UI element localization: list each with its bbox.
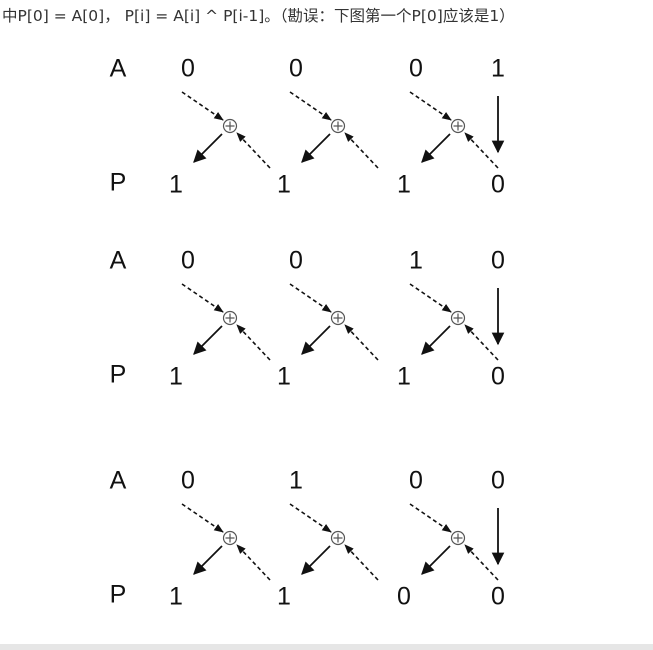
output-p-arrow [301, 325, 331, 355]
a-value: 0 [409, 55, 423, 83]
row-label-a: A [110, 467, 127, 495]
row-label-a: A [110, 247, 127, 275]
row-label-p: P [110, 169, 127, 197]
p-value: 0 [491, 171, 505, 199]
output-p-arrow [193, 325, 223, 355]
caption-text: 中P[0] = A[0]， P[i] = A[i] ^ P[i-1]。（勘误：下… [2, 7, 515, 25]
row-label-p: P [110, 361, 127, 389]
p-value: 1 [397, 363, 411, 391]
a-value: 0 [181, 55, 195, 83]
output-p-arrow [421, 133, 451, 163]
p-value: 0 [491, 583, 505, 611]
p-value: 1 [277, 583, 291, 611]
p-value: 0 [397, 583, 411, 611]
input-a-arrow [289, 503, 332, 533]
input-prev-p-arrow [236, 544, 271, 581]
output-p-arrow [421, 325, 451, 355]
a-value: 0 [289, 55, 303, 83]
p-value: 1 [277, 171, 291, 199]
output-p-arrow [301, 133, 331, 163]
input-a-arrow [409, 503, 452, 533]
row-label-p: P [110, 581, 127, 609]
diagram-row-3: A P 0 1 0 0 1 1 0 0 [110, 467, 505, 611]
output-p-arrow [193, 545, 223, 575]
input-a-arrow [181, 283, 224, 313]
row-label-a: A [110, 55, 127, 83]
output-p-arrow [193, 133, 223, 163]
p-value: 1 [169, 363, 183, 391]
a-value: 0 [491, 247, 505, 275]
input-prev-p-arrow [344, 544, 379, 581]
input-prev-p-arrow [344, 132, 379, 169]
output-p-arrow [421, 545, 451, 575]
input-a-arrow [181, 503, 224, 533]
bottom-divider [0, 644, 653, 650]
input-prev-p-arrow [344, 324, 379, 361]
input-a-arrow [289, 91, 332, 121]
p-value: 1 [277, 363, 291, 391]
diagram-row-2: A P 0 0 1 0 1 1 1 0 [110, 247, 505, 391]
a-value: 0 [491, 467, 505, 495]
input-prev-p-arrow [236, 324, 271, 361]
diagram-row-1: A P 0 0 0 1 1 1 1 0 [110, 55, 505, 199]
a-value: 0 [181, 467, 195, 495]
input-prev-p-arrow [464, 544, 499, 581]
a-value: 0 [409, 467, 423, 495]
output-p-arrow [301, 545, 331, 575]
a-value: 0 [289, 247, 303, 275]
a-value: 0 [181, 247, 195, 275]
input-a-arrow [181, 91, 224, 121]
input-prev-p-arrow [464, 132, 499, 169]
a-value: 1 [409, 247, 423, 275]
input-prev-p-arrow [464, 324, 499, 361]
input-a-arrow [409, 91, 452, 121]
p-value: 1 [397, 171, 411, 199]
p-value: 0 [491, 363, 505, 391]
input-a-arrow [289, 283, 332, 313]
a-value: 1 [491, 55, 505, 83]
a-value: 1 [289, 467, 303, 495]
input-prev-p-arrow [236, 132, 271, 169]
p-value: 1 [169, 583, 183, 611]
input-a-arrow [409, 283, 452, 313]
p-value: 1 [169, 171, 183, 199]
